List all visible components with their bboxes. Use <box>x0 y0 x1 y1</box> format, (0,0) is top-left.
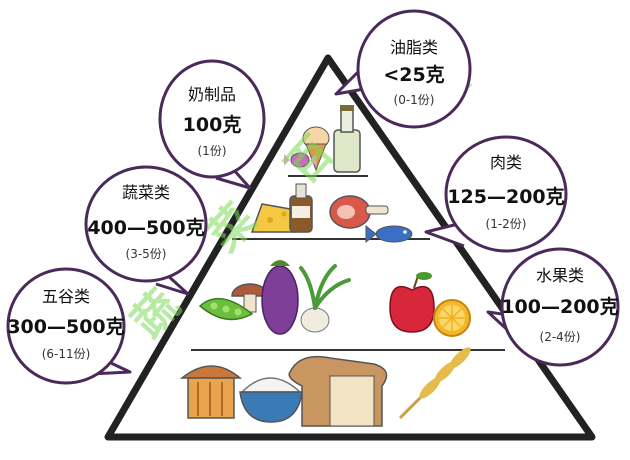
bubble-veg-servings: (3-5份) <box>126 247 167 261</box>
bubble-fruit-servings: (2-4份) <box>540 330 581 344</box>
oil-sweets-illustration <box>284 105 361 173</box>
bubble-dairy-name: 奶制品 <box>188 85 236 104</box>
bubble-oil-name: 油脂类 <box>390 38 438 57</box>
bubble-meat-name: 肉类 <box>490 153 522 172</box>
bubble-veg: 蔬菜类 400—500克 (3-5份) <box>84 165 208 296</box>
bubble-veg-name: 蔬菜类 <box>122 183 170 202</box>
bubble-grain: 五谷类 300—500克 (6-11份) <box>6 267 132 385</box>
grain-illustration <box>179 346 472 427</box>
bubble-grain-servings: (6-11份) <box>42 347 91 361</box>
bubble-fruit: 水果类 100—200克 (2-4份) <box>486 247 620 367</box>
bubble-oil-amount: <25克 <box>383 63 444 86</box>
bubble-meat-amount: 125—200克 <box>447 185 564 208</box>
bubble-oil: 油脂类 <25克 (0-1份) <box>334 9 472 129</box>
dairy-meat-illustration <box>250 183 413 244</box>
bubble-oil-servings: (0-1份) <box>394 93 435 107</box>
bubble-veg-amount: 400—500克 <box>87 216 204 239</box>
bubble-fruit-amount: 100—200克 <box>501 295 618 318</box>
bubble-grain-amount: 300—500克 <box>7 315 124 338</box>
pyramid-outline <box>104 54 596 441</box>
bubble-dairy-servings: (1份) <box>198 144 227 158</box>
bubble-grain-name: 五谷类 <box>42 287 90 306</box>
vegetable-fruit-illustration <box>198 260 471 337</box>
bubble-fruit-name: 水果类 <box>536 266 584 285</box>
bubble-meat: 肉类 125—200克 (1-2份) <box>424 135 568 253</box>
bubble-dairy-amount: 100克 <box>183 113 242 136</box>
bubble-meat-servings: (1-2份) <box>486 217 527 231</box>
bubble-dairy: 奶制品 100克 (1份) <box>158 59 266 190</box>
